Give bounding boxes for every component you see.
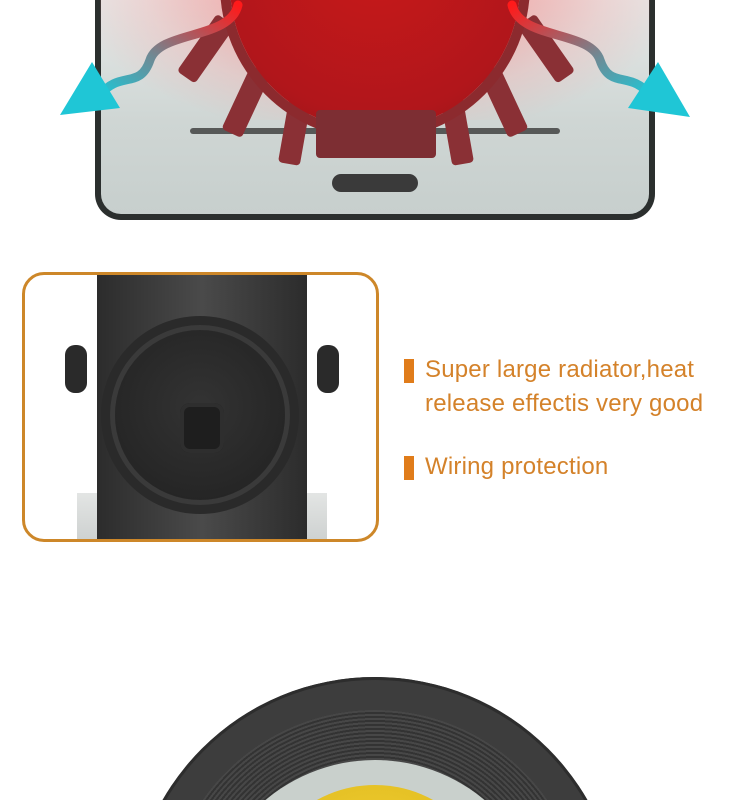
bullet-bar-icon	[404, 359, 414, 383]
bracket-slot	[332, 174, 418, 192]
radiator-heat-image	[0, 0, 750, 250]
feature-item: Wiring protection	[404, 450, 608, 484]
radiator-rear-view-panel	[22, 272, 379, 542]
bracket-bolt	[65, 345, 87, 393]
feature-text: Super large radiator,heat release effect…	[425, 356, 704, 417]
cob-lens-image	[0, 660, 750, 800]
wire-gland	[180, 403, 224, 453]
bullet-bar-icon	[404, 456, 414, 480]
bracket-bolt	[317, 345, 339, 393]
lamp-mount	[316, 110, 436, 158]
feature-text: Wiring protection	[425, 453, 609, 480]
airflow-arrows-icon	[60, 0, 690, 117]
feature-item: Super large radiator,heat release effect…	[404, 353, 703, 421]
